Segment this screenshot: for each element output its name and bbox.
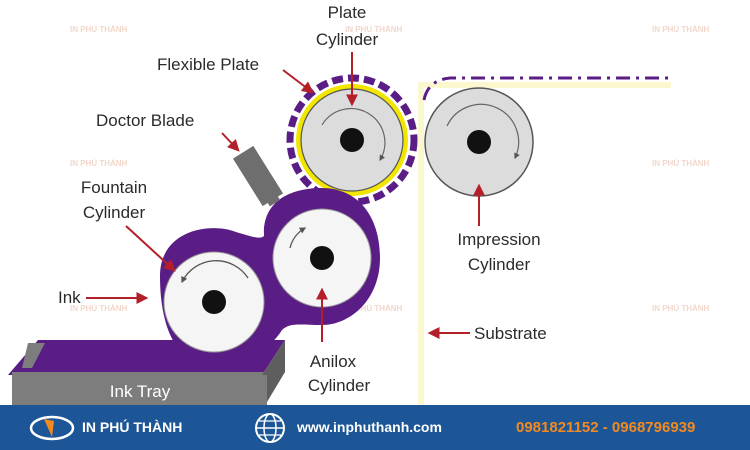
label-doctor-blade: Doctor Blade [96,111,194,130]
doctor-blade [232,145,284,207]
substrate-web-horizontal [418,82,671,88]
phone-numbers: 0981821152 - 0968796939 [516,419,696,436]
label-impression-cylinder-line2: Cylinder [468,255,531,274]
flexo-printing-diagram: IN PHÚ THÀNH IN PHÚ THÀNH IN PHÚ THÀNH I… [8,3,710,405]
watermark-group: IN PHÚ THÀNH IN PHÚ THÀNH IN PHÚ THÀNH I… [70,25,710,313]
label-plate-cylinder-line1: Plate [328,3,367,22]
watermark: IN PHÚ THÀNH [345,304,403,313]
watermark: IN PHÚ THÀNH [652,159,710,168]
label-ink: Ink [58,288,81,307]
label-fountain-cylinder-line1: Fountain [81,178,147,197]
watermark: IN PHÚ THÀNH [652,304,710,313]
brand-name: IN PHÚ THÀNH [82,419,183,435]
footer-bar: IN PHÚ THÀNH www.inphuthanh.com 09818211… [0,405,750,450]
website-link[interactable]: www.inphuthanh.com [297,419,442,435]
arrow-fountain-cylinder [125,225,176,272]
arrow-doctor-blade [221,132,240,152]
watermark: IN PHÚ THÀNH [652,25,710,34]
arrow-flexible-plate [282,69,314,94]
watermark: IN PHÚ THÀNH [70,25,128,34]
substrate-web-vertical [418,88,424,405]
watermark: IN PHÚ THÀNH [345,25,403,34]
label-substrate: Substrate [474,324,547,343]
ink-tray: Ink Tray [8,340,285,405]
watermark: IN PHÚ THÀNH [70,159,128,168]
label-anilox-cylinder-line1: Anilox [310,352,357,371]
plate-cylinder [286,74,418,206]
brand-logo-icon [29,415,75,441]
label-flexible-plate: Flexible Plate [157,55,259,74]
label-fountain-cylinder-line2: Cylinder [83,203,146,222]
fountain-cylinder [163,251,265,353]
label-impression-cylinder-line1: Impression [457,230,540,249]
label-ink-tray: Ink Tray [110,382,171,401]
label-plate-cylinder-line2: Cylinder [316,30,379,49]
label-anilox-cylinder-line2: Cylinder [308,376,371,395]
watermark: IN PHÚ THÀNH [70,304,128,313]
pointer-arrows [86,52,485,342]
impression-cylinder [424,87,534,197]
globe-icon [255,413,285,443]
substrate-ink-line [422,76,670,101]
